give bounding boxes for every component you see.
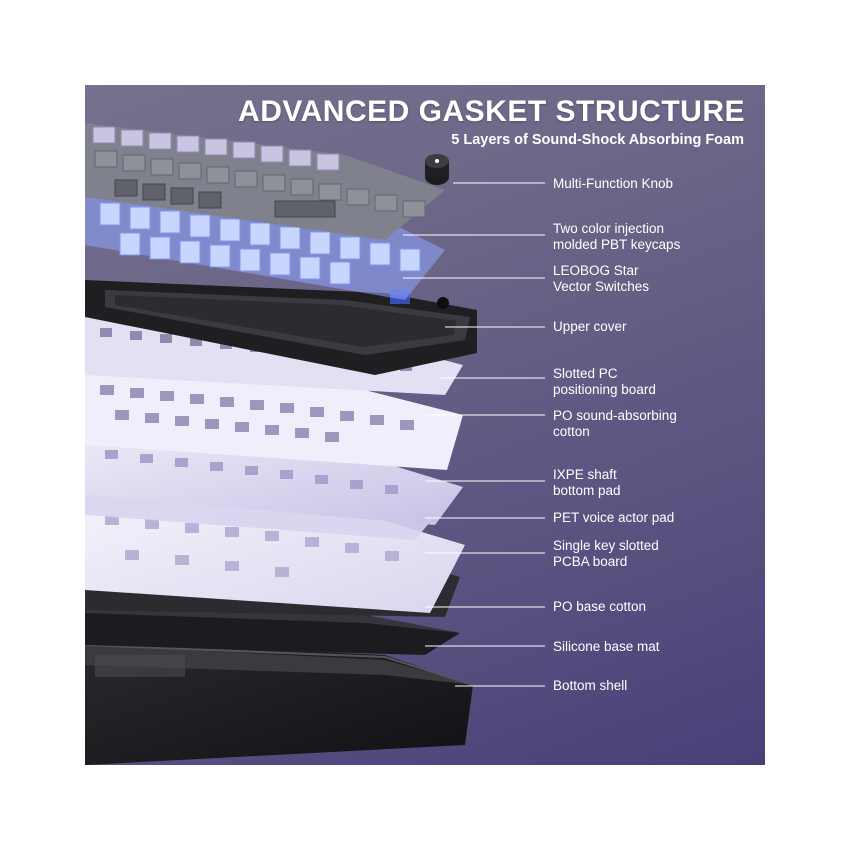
layer-label-pet-pad: PET voice actor pad [553, 510, 675, 525]
exploded-keyboard-illustration [85, 123, 545, 765]
bottom-shell-layer [85, 640, 474, 765]
multi-function-knob [425, 154, 449, 185]
upper-cover-layer [85, 280, 477, 375]
page-subtitle: 5 Layers of Sound-Shock Absorbing Foam [451, 132, 744, 148]
layer-label-silicone-mat: Silicone base mat [553, 639, 660, 654]
layer-label-knob: Multi-Function Knob [553, 176, 674, 191]
page-title: ADVANCED GASKET STRUCTURE [238, 95, 745, 128]
layer-label-po-base-cotton: PO base cotton [553, 599, 647, 614]
leader-lines [403, 182, 545, 687]
layer-label-bottom-shell: Bottom shell [553, 678, 628, 693]
layer-label-keycaps: Two color injection molded PBT keycaps [553, 221, 681, 252]
layer-label-switches: LEOBOG Star Vector Switches [553, 263, 650, 294]
layer-label-upper-cover: Upper cover [553, 319, 627, 334]
po-sound-cotton-layer [85, 365, 463, 470]
switches-layer [85, 185, 445, 300]
layer-label-pc-board: Slotted PC positioning board [553, 366, 656, 397]
layer-label-ixpe-pad: IXPE shaft bottom pad [553, 467, 621, 498]
keycaps-layer [85, 123, 445, 240]
silicone-base-mat-layer [85, 605, 460, 655]
product-infographic: ADVANCED GASKET STRUCTURE 5 Layers of So… [85, 85, 765, 765]
layer-label-po-cotton: PO sound-absorbing cotton [553, 408, 677, 439]
layer-label-pcba-board: Single key slotted PCBA board [553, 538, 659, 569]
